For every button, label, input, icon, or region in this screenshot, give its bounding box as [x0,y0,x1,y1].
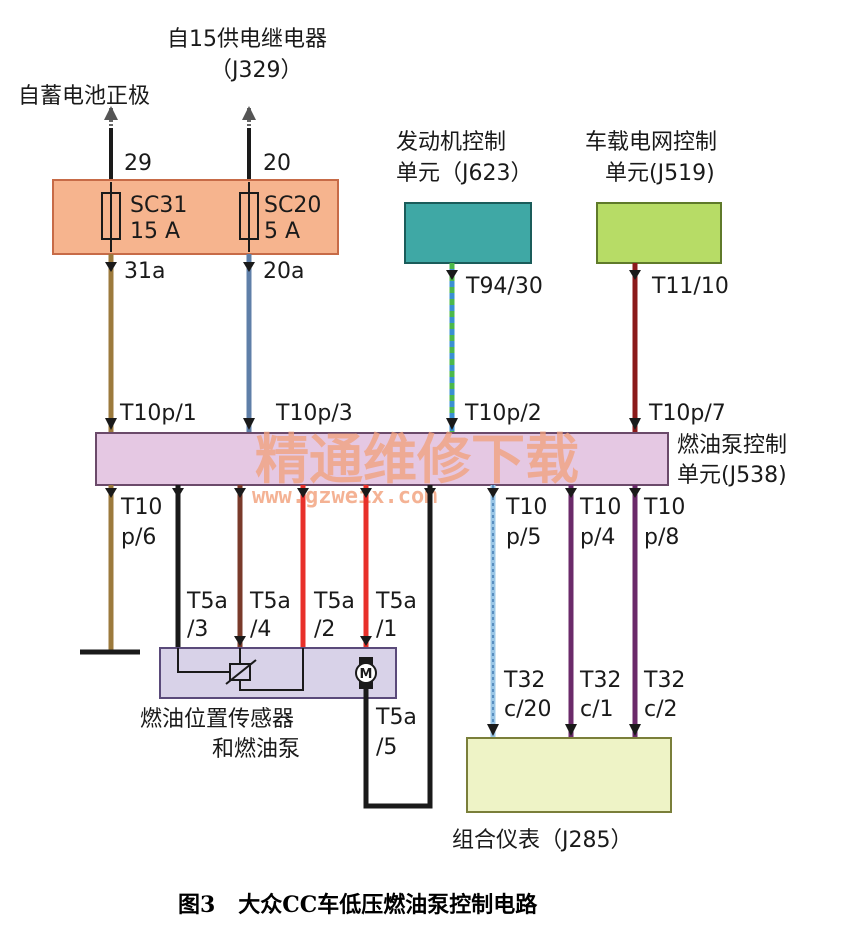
wire-20a-blue [243,254,255,432]
pump-pin-5a: T5a [375,705,417,730]
fuse-pin-20: 20 [263,151,291,176]
watermark-url: www.gzweix.com [252,484,437,509]
fuse-box [52,179,339,255]
cluster-pin-2b: c/2 [644,697,678,722]
wire-t5a3-black [172,485,184,648]
cluster-pin-2a: T32 [643,668,685,693]
pump-ctrl-pin-8b: p/8 [644,525,679,550]
cluster-pin-20a: T32 [503,668,545,693]
pump-pin-3b: /3 [187,617,208,642]
engine-ecu-box [404,202,532,264]
watermark-text: 精通维修下载 [255,428,579,491]
relay-id-label: （J329） [210,58,302,83]
pump-ctrl-pin-8a: T10 [643,495,685,520]
pump-pin-2a: T5a [313,589,355,614]
battery-positive-label: 自蓄电池正极 [18,84,150,109]
fuse-sc20-name: SC20 [264,193,321,218]
pump-ctrl-pin-4a: T10 [579,495,621,520]
pump-unit-label: 燃油位置传感器 [140,707,294,732]
pump-ctrl-label: 燃油泵控制 [677,433,787,458]
wire-t5a5-black [363,485,436,809]
relay-supply-arrow [242,106,256,180]
wire-p5-light-blue [487,485,499,738]
motor-symbol-label: M [360,667,373,682]
pump-pin-1b: /1 [376,617,397,642]
pump-ctrl-pin-6a: T10 [120,495,162,520]
cluster-pin-1a: T32 [579,668,621,693]
instrument-cluster-label: 组合仪表（J285） [452,828,632,853]
pump-ctrl-pin-3: T10p/3 [275,401,353,426]
wire-p8-purple [629,485,641,738]
pump-ctrl-pin-6b: p/6 [121,525,156,550]
pump-ctrl-pin-7: T10p/7 [648,401,726,426]
wire-t5a1-red [360,485,372,648]
fuel-pump-control-unit [95,432,669,486]
wire-bcm-dark-red [629,263,641,432]
pump-ctrl-id: 单元(J538) [677,463,787,488]
pump-pin-1a: T5a [375,589,417,614]
battery-supply-arrow [104,106,118,180]
instrument-cluster-box [466,737,672,813]
fuse-pin-31a: 31a [124,259,165,284]
wire-t5a4-brown [234,485,246,648]
pump-ctrl-pin-5a: T10 [505,495,547,520]
wire-31a-brown [105,254,117,432]
pump-pin-4b: /4 [250,617,271,642]
pump-ctrl-pin-4b: p/4 [580,525,615,550]
pump-ctrl-pin-5b: p/5 [506,525,541,550]
pump-pin-4a: T5a [249,589,291,614]
wire-engine-ecu-green-blue [446,263,458,432]
cluster-pin-1b: c/1 [580,697,614,722]
bcm-pin: T11/10 [651,274,729,299]
engine-ecu-id: 单元（J623） [396,161,532,186]
fuse-sc31-rating: 15 A [130,219,180,244]
pump-pin-5b: /5 [376,735,397,760]
wire-ground-brown [80,485,140,655]
motor-symbol: M [355,657,377,689]
relay-label: 自15供电继电器 [167,27,327,52]
figure-caption: 图3 大众CC车低压燃油泵控制电路 [178,892,538,918]
pump-pin-2b: /2 [314,617,335,642]
pump-ctrl-pin-1: T10p/1 [119,401,197,426]
fuse-pin-29: 29 [124,151,152,176]
pump-pin-3a: T5a [186,589,228,614]
pump-ctrl-pin-2: T10p/2 [464,401,542,426]
bcm-box [596,202,722,264]
wire-t5a2-red [297,485,309,648]
cluster-pin-20b: c/20 [504,697,552,722]
fuse-sc20-rating: 5 A [264,219,300,244]
fuse-pin-20a: 20a [263,259,304,284]
engine-ecu-pin: T94/30 [465,274,543,299]
bcm-id: 单元(J519) [605,161,715,186]
pump-unit-label-2: 和燃油泵 [212,737,300,762]
bcm-label: 车载电网控制 [585,130,717,155]
fuel-level-sensor-symbol [177,648,304,691]
engine-ecu-label: 发动机控制 [396,130,506,155]
fuse-sc31-name: SC31 [130,193,187,218]
wire-p4-purple [565,485,577,738]
